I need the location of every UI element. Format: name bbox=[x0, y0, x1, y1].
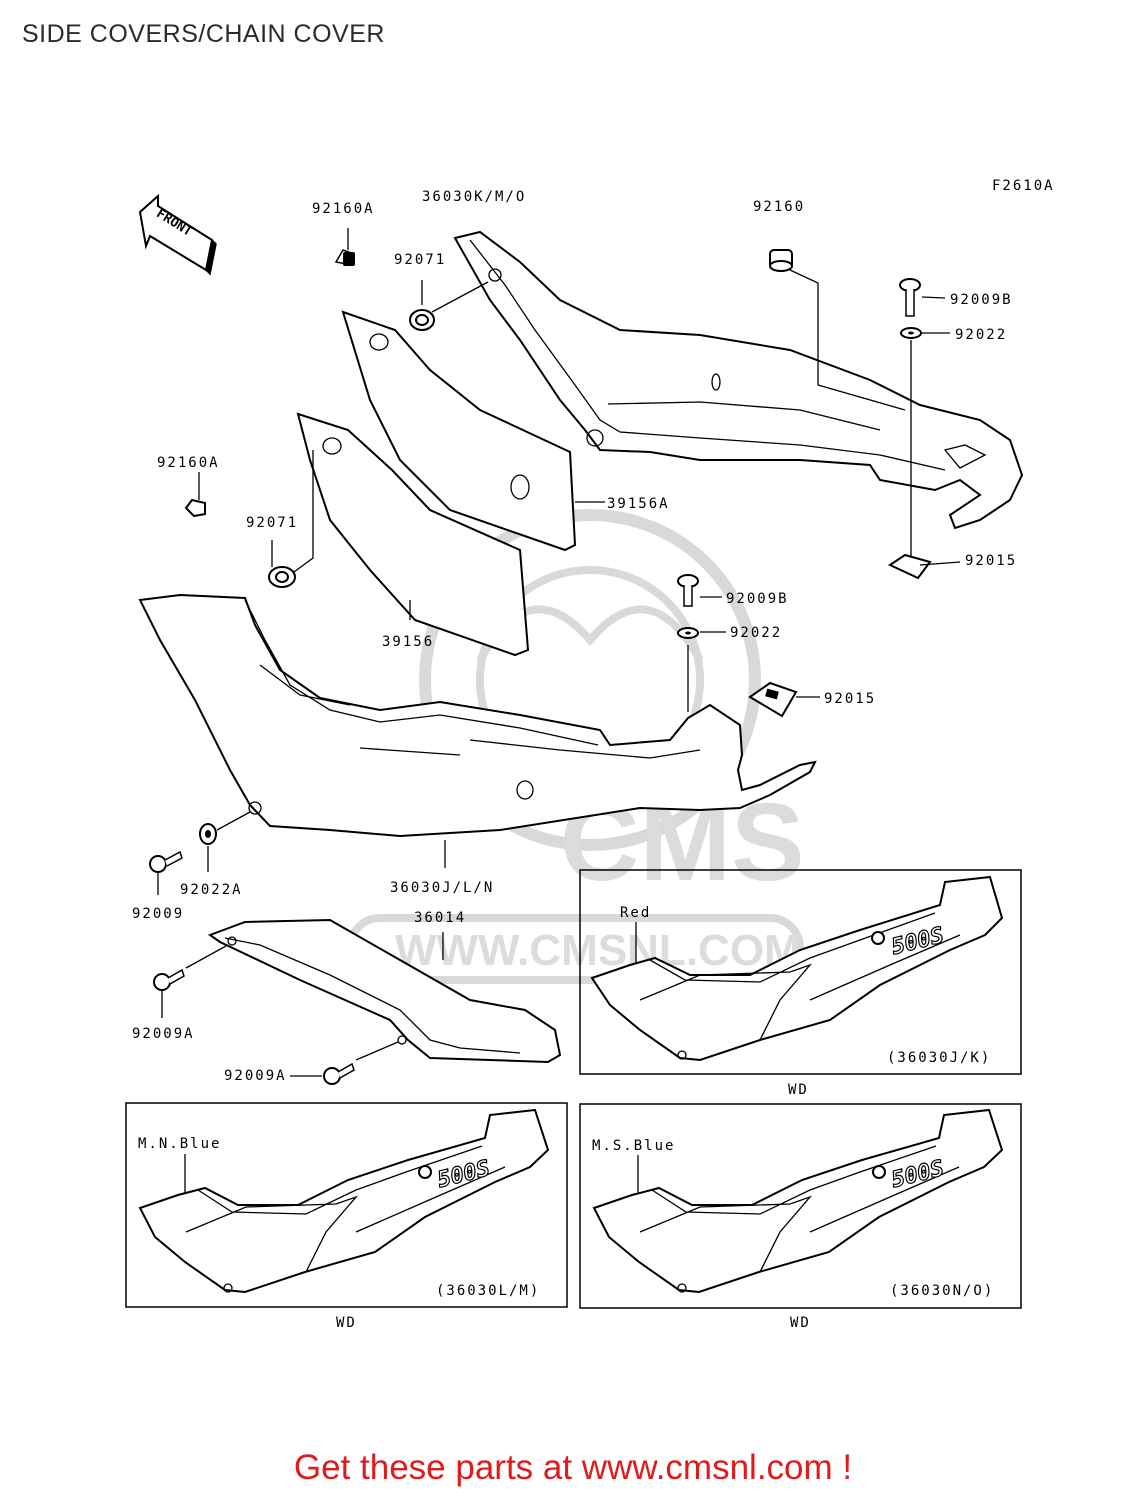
side-cover-lower bbox=[138, 593, 817, 868]
variant-model-red: WD bbox=[788, 1082, 809, 1098]
label-92009: 92009 bbox=[132, 906, 184, 922]
grommet-92160A-left bbox=[184, 472, 206, 518]
variant-box-mnblue: M.N.Blue 500S (36030L/M) bbox=[125, 1102, 568, 1308]
chain-cover-36014 bbox=[207, 918, 562, 1064]
label-92022A: 92022A bbox=[180, 882, 243, 898]
clip-nut-92015-right bbox=[887, 553, 961, 580]
label-92009A-left: 92009A bbox=[132, 1026, 195, 1042]
variant-box-red: Red 500S (36030J/K) bbox=[579, 869, 1022, 1075]
grommet-92071-left bbox=[268, 450, 314, 588]
washer-92022A bbox=[199, 811, 251, 872]
figure-code: F2610A bbox=[992, 178, 1055, 194]
label-92015-mid: 92015 bbox=[824, 691, 876, 707]
label-92015-right: 92015 bbox=[965, 553, 1017, 569]
page-title: SIDE COVERS/CHAIN COVER bbox=[22, 20, 385, 48]
variant-model-msblue: WD bbox=[790, 1315, 811, 1331]
label-92160A-left: 92160A bbox=[157, 455, 220, 471]
grommet-92071-top bbox=[409, 280, 489, 331]
promo-link[interactable]: Get these parts at www.cmsnl.com ! bbox=[293, 1448, 853, 1487]
label-92009B-top: 92009B bbox=[950, 292, 1013, 308]
label-39156A: 39156A bbox=[607, 496, 670, 512]
label-92022-mid: 92022 bbox=[730, 625, 782, 641]
screw-92009 bbox=[149, 850, 183, 895]
label-92009B-mid: 92009B bbox=[726, 591, 789, 607]
grommet-92160 bbox=[769, 249, 906, 411]
variant-code-msblue: (36030N/O) bbox=[890, 1283, 994, 1299]
screw-92009B-top bbox=[899, 278, 950, 560]
variant-color-red: Red bbox=[620, 905, 651, 921]
label-92071-left: 92071 bbox=[246, 515, 298, 531]
screw-92009A-bottom bbox=[290, 1041, 399, 1085]
variant-model-mnblue: WD bbox=[336, 1315, 357, 1331]
variant-code-mnblue: (36030L/M) bbox=[436, 1283, 540, 1299]
variant-color-mnblue: M.N.Blue bbox=[138, 1136, 221, 1152]
front-arrow-icon: FRONT bbox=[138, 193, 217, 276]
label-92022-top: 92022 bbox=[955, 327, 1007, 343]
label-36030JLN: 36030J/L/N bbox=[390, 880, 494, 896]
clip-nut-92015-mid bbox=[748, 681, 820, 718]
variant-box-msblue: M.S.Blue 500S (36030N/O) bbox=[579, 1103, 1022, 1309]
label-36030KMO: 36030K/M/O bbox=[422, 189, 526, 205]
label-92160A-top: 92160A bbox=[312, 201, 375, 217]
label-36014: 36014 bbox=[414, 910, 466, 926]
screw-92009A-left bbox=[153, 945, 227, 1018]
side-cover-plate-39156A bbox=[341, 310, 605, 552]
label-92071-top: 92071 bbox=[394, 252, 446, 268]
label-39156: 39156 bbox=[382, 634, 434, 650]
label-92160: 92160 bbox=[753, 199, 805, 215]
tail-cover-upper bbox=[453, 230, 1024, 530]
variant-color-msblue: M.S.Blue bbox=[592, 1138, 675, 1154]
grommet-92160A-top bbox=[334, 228, 355, 266]
label-92009A-bottom: 92009A bbox=[224, 1068, 287, 1084]
side-cover-plate-39156 bbox=[296, 412, 530, 657]
screw-92009B-mid bbox=[677, 574, 726, 712]
variant-code-red: (36030J/K) bbox=[887, 1050, 991, 1066]
watermark-url: WWW.CMSNL.COM bbox=[395, 926, 801, 975]
